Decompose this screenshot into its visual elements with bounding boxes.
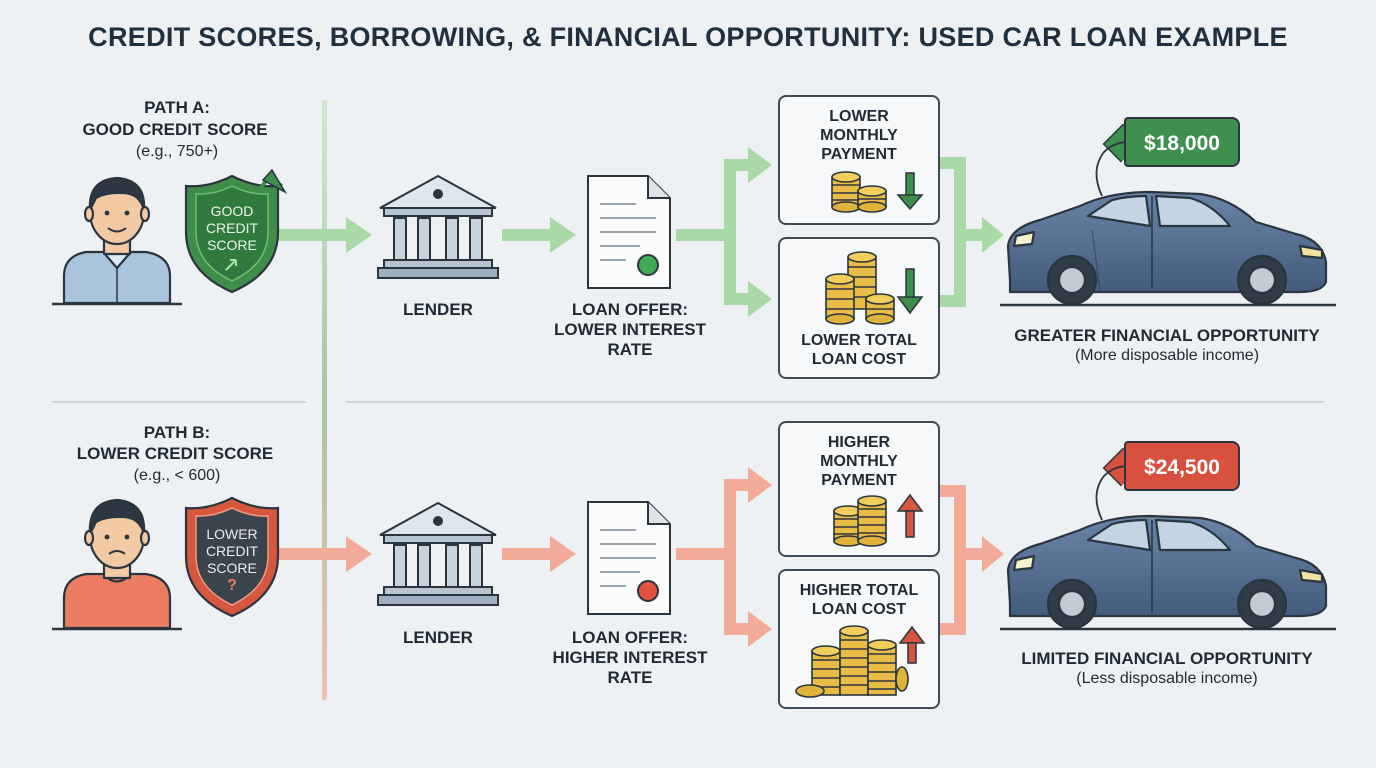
shield-line-2: CREDIT	[205, 220, 259, 236]
outcome-label-b: LIMITED FINANCIAL OPPORTUNITY	[1021, 649, 1313, 668]
path-a-arrows	[276, 147, 1004, 317]
coins-large-icon	[795, 625, 926, 698]
payment-label-b: HIGHER MONTHLY PAYMENT	[780, 433, 938, 490]
payment-line-1: LOWER	[829, 108, 889, 125]
vertical-divider	[322, 100, 327, 700]
lender-bank-icon-b	[377, 501, 499, 606]
shield-line-3: SCORE	[207, 560, 257, 576]
lender-bank-icon-a	[377, 174, 499, 279]
shield-line-1: LOWER	[206, 526, 258, 542]
outcome-note-a: (More disposable income)	[1074, 347, 1260, 364]
coins-medium-icon	[833, 493, 924, 547]
offer-line-3: RATE	[607, 340, 653, 359]
up-arrow-icon	[898, 625, 926, 664]
diagram-title: CREDIT SCORES, BORROWING, & FINANCIAL OP…	[88, 22, 1288, 52]
shield-line-3: SCORE	[207, 237, 257, 253]
offer-line-1: LOAN OFFER:	[571, 628, 689, 647]
cost-line-2: LOAN COST	[811, 601, 907, 618]
path-a-person-icon	[52, 176, 182, 306]
offer-line-2: HIGHER INTEREST	[552, 648, 708, 667]
payment-line-3: PAYMENT	[821, 146, 897, 163]
path-b-subheading: LOWER CREDIT SCORE	[76, 444, 274, 463]
path-b-person-icon	[52, 498, 182, 631]
path-b-heading: PATH B:	[143, 423, 211, 442]
cost-label-b: HIGHER TOTAL LOAN COST	[780, 581, 938, 619]
lower-total-loan-cost-box: LOWER TOTAL LOAN COST	[778, 237, 940, 379]
good-credit-shield-icon	[184, 168, 288, 294]
lower-monthly-payment-box: LOWER MONTHLY PAYMENT	[778, 95, 940, 225]
offer-line-1: LOAN OFFER:	[571, 300, 689, 319]
outcome-label-a: GREATER FINANCIAL OPPORTUNITY	[1014, 326, 1320, 345]
down-arrow-icon	[896, 172, 924, 211]
loan-offer-label-b: LOAN OFFER: HIGHER INTEREST RATE	[540, 628, 720, 688]
lender-label-b: LENDER	[403, 628, 473, 647]
cost-line-2: LOAN COST	[811, 351, 907, 368]
higher-total-loan-cost-box: HIGHER TOTAL LOAN COST	[778, 569, 940, 709]
outcome-note-b: (Less disposable income)	[1076, 670, 1258, 687]
coins-small-icon	[831, 171, 924, 213]
coins-stack-icon	[825, 251, 924, 325]
offer-line-2: LOWER INTEREST	[553, 320, 707, 339]
payment-line-3: PAYMENT	[821, 472, 897, 489]
payment-line-1: HIGHER	[827, 434, 891, 451]
shield-line-2: CREDIT	[205, 543, 259, 559]
loan-document-icon-a	[587, 175, 671, 289]
path-a-subheading: GOOD CREDIT SCORE	[82, 120, 268, 139]
lower-credit-shield-icon	[184, 496, 280, 618]
lower-credit-shield-label: LOWER CREDIT SCORE ?	[196, 526, 268, 594]
path-b-range: (e.g., < 600)	[133, 467, 221, 484]
down-arrow-icon	[896, 268, 924, 315]
loan-offer-label-a: LOAN OFFER: LOWER INTEREST RATE	[540, 300, 720, 360]
path-a-range: (e.g., 750+)	[135, 143, 219, 160]
question-mark-icon: ?	[227, 577, 237, 594]
payment-label-a: LOWER MONTHLY PAYMENT	[780, 107, 938, 164]
path-a-heading: PATH A:	[144, 98, 210, 117]
loan-document-icon-b	[587, 501, 671, 615]
payment-line-2: MONTHLY	[820, 453, 898, 470]
up-arrow-icon	[896, 493, 924, 538]
good-credit-shield-label: GOOD CREDIT SCORE	[196, 203, 268, 254]
payment-line-2: MONTHLY	[820, 127, 898, 144]
shield-line-1: GOOD	[210, 203, 254, 219]
cost-label-a: LOWER TOTAL LOAN COST	[780, 331, 938, 369]
price-tag-b: $24,500	[1124, 441, 1240, 491]
cost-line-1: HIGHER TOTAL	[799, 582, 919, 599]
offer-line-3: RATE	[607, 668, 653, 687]
car-icon-a	[1000, 141, 1336, 307]
higher-monthly-payment-box: HIGHER MONTHLY PAYMENT	[778, 421, 940, 557]
path-b-arrows	[276, 467, 1004, 647]
cost-line-1: LOWER TOTAL	[801, 332, 917, 349]
lender-label-a: LENDER	[403, 300, 473, 319]
price-tag-a: $18,000	[1124, 117, 1240, 167]
car-icon-b	[1000, 465, 1336, 631]
